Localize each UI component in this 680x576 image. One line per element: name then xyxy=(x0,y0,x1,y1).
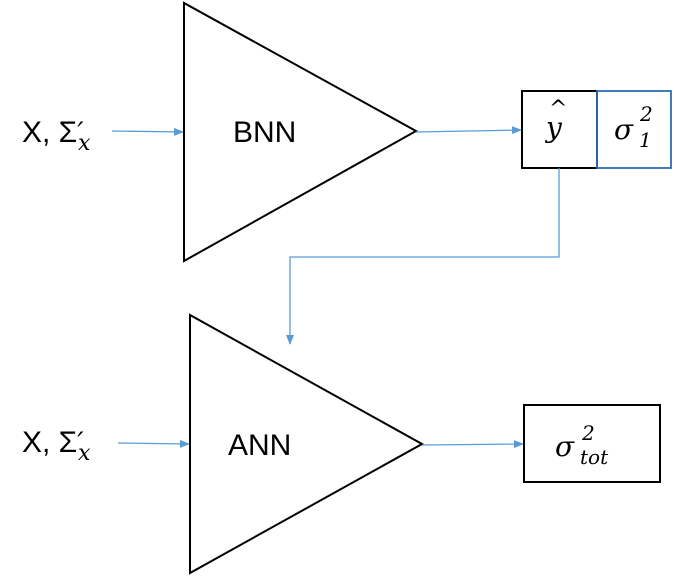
bottom-input-arrow xyxy=(117,439,190,448)
svg-text:σ: σ xyxy=(614,113,634,146)
sigma-tot-box xyxy=(523,404,661,483)
ann-output-arrow xyxy=(421,440,524,449)
ann-triangle xyxy=(189,313,425,575)
top-input-arrow xyxy=(111,127,184,136)
svg-text:X, Σ′: X, Σ′ xyxy=(22,426,84,459)
svg-text:y: y xyxy=(544,111,563,144)
svg-text:2: 2 xyxy=(639,102,653,126)
bnn-output-arrow xyxy=(415,126,522,135)
top-input-label: X, Σ′ x xyxy=(22,116,91,156)
svg-text:^: ^ xyxy=(549,97,567,122)
bnn-triangle xyxy=(183,1,419,263)
yhat-label: y ^ xyxy=(544,97,567,144)
svg-text:X, Σ′: X, Σ′ xyxy=(22,116,84,149)
sigma1-label: σ 2 1 xyxy=(614,102,653,152)
sigma-tot-label: σ 2 tot xyxy=(555,421,609,469)
svg-text:1: 1 xyxy=(639,128,652,152)
svg-text:σ: σ xyxy=(555,430,575,463)
yhat-feedback-arrow xyxy=(286,168,560,345)
svg-text:2: 2 xyxy=(581,421,595,445)
svg-text:x: x xyxy=(78,131,91,156)
bottom-input-label: X, Σ′ x xyxy=(22,426,91,466)
bnn-label: BNN xyxy=(233,116,296,149)
svg-text:tot: tot xyxy=(580,445,609,469)
svg-text:x: x xyxy=(78,441,91,466)
sigma1-box xyxy=(596,90,672,169)
ann-label: ANN xyxy=(228,429,291,462)
